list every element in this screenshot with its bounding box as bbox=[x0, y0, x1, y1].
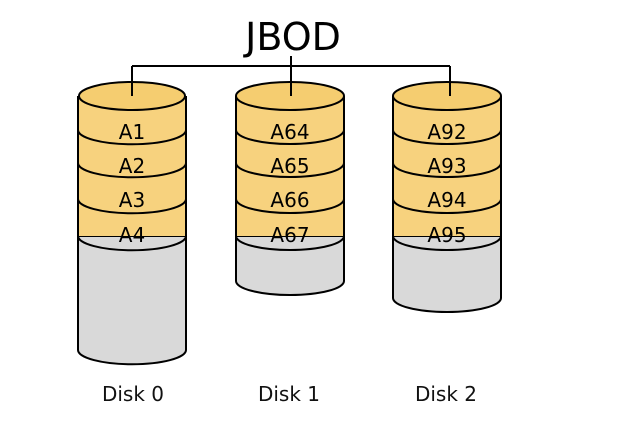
disk-2-block-bottom-4 bbox=[392, 235, 502, 251]
disk-1-block-fill-3 bbox=[236, 163, 344, 199]
disk-1-block-fill-4 bbox=[236, 199, 344, 236]
disk-2-block-label-1: A92 bbox=[427, 120, 466, 144]
disk-0-block-divider-1 bbox=[77, 129, 187, 146]
disk-2-block-fill-4 bbox=[393, 199, 501, 236]
disk-2-block-divider-1 bbox=[392, 129, 502, 145]
disk-1-block-fill-2 bbox=[236, 130, 344, 163]
diagram-title: JBOD bbox=[243, 15, 341, 59]
disk-1-block-bottom-4 bbox=[235, 235, 345, 251]
disk-1-block-divider-1 bbox=[235, 129, 345, 145]
disk-0-block-fill-2 bbox=[78, 130, 186, 163]
disk-0-block-bottom-4 bbox=[77, 235, 187, 252]
disk-0-label: Disk 0 bbox=[102, 382, 164, 406]
disk-2-block-label-4: A95 bbox=[427, 223, 466, 247]
disk-1-block-label-1: A64 bbox=[270, 120, 309, 144]
disk-0-empty-space bbox=[77, 235, 187, 366]
disk-1-block-divider-2 bbox=[235, 162, 345, 178]
disk-2-block-divider-2 bbox=[392, 162, 502, 178]
disk-0-block-label-3: A3 bbox=[119, 188, 145, 212]
disk-1-block-label-2: A65 bbox=[270, 154, 309, 178]
disk-2-block-label-3: A94 bbox=[427, 188, 466, 212]
disk-0-block-divider-2 bbox=[77, 162, 187, 179]
disk-2-block-divider-3 bbox=[392, 198, 502, 214]
disk-2-block-fill-3 bbox=[393, 163, 501, 199]
disk-0-block-divider-3 bbox=[77, 198, 187, 215]
disk-1-empty-space bbox=[235, 235, 345, 296]
disk-1-label: Disk 1 bbox=[258, 382, 320, 406]
disk-2-label: Disk 2 bbox=[415, 382, 477, 406]
disk-1-block-label-4: A67 bbox=[270, 223, 309, 247]
disk-2-block-label-2: A93 bbox=[427, 154, 466, 178]
disk-1-block-divider-3 bbox=[235, 198, 345, 214]
disk-2-top bbox=[392, 81, 502, 111]
disk-0-block-fill-4 bbox=[78, 199, 186, 236]
disk-1: A64 A65 A66 A67 bbox=[235, 81, 345, 296]
disk-2: A92 A93 A94 A95 bbox=[392, 81, 502, 313]
disk-0-block-label-4: A4 bbox=[119, 223, 145, 247]
disk-2-empty-space bbox=[392, 235, 502, 313]
disk-0: A1 A2 A3 A4 bbox=[77, 81, 187, 366]
disk-0-block-label-1: A1 bbox=[119, 120, 145, 144]
disk-0-block-label-2: A2 bbox=[119, 154, 145, 178]
disk-1-block-label-3: A66 bbox=[270, 188, 309, 212]
disk-2-block-fill-2 bbox=[393, 130, 501, 163]
disk-0-block-fill-3 bbox=[78, 163, 186, 199]
